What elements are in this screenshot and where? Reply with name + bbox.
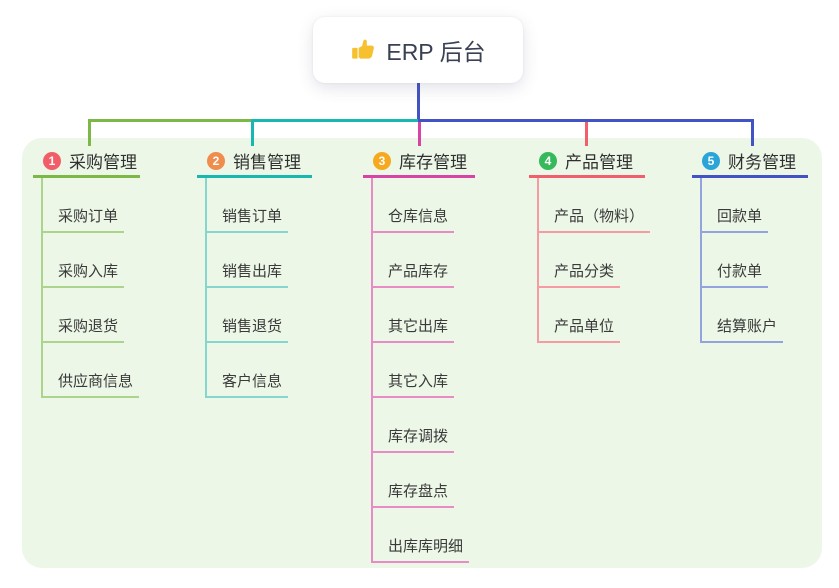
child-node-label: 销售出库	[222, 263, 283, 280]
child-node[interactable]: 其它入库	[373, 343, 455, 398]
branch-title-label: 采购管理	[69, 153, 137, 172]
branch-title-node[interactable]: 5 财务管理	[692, 146, 808, 178]
branch-3: 3 库存管理仓库信息产品库存其它出库其它入库库存调拨库存盘点出库库明细	[363, 146, 475, 563]
branch-children-group: 采购订单采购入库采购退货供应商信息	[41, 178, 140, 398]
child-node[interactable]: 仓库信息	[373, 178, 455, 233]
child-node-label: 其它入库	[388, 373, 449, 390]
child-node[interactable]: 回款单	[702, 178, 769, 233]
branch-children-group: 产品（物料） 产品分类产品单位	[537, 178, 651, 343]
child-node[interactable]: 销售出库	[207, 233, 289, 288]
child-node-label: 结算账户	[717, 318, 778, 335]
child-node[interactable]: 销售退货	[207, 288, 289, 343]
child-node[interactable]: 库存调拨	[373, 398, 455, 453]
child-node[interactable]: 销售订单	[207, 178, 289, 233]
child-node[interactable]: 出库库明细	[373, 508, 470, 563]
child-node-label: 仓库信息	[388, 208, 449, 225]
child-node[interactable]: 采购订单	[43, 178, 125, 233]
branch-title-node[interactable]: 1 采购管理	[33, 146, 140, 178]
child-node[interactable]: 客户信息	[207, 343, 289, 398]
child-node-label: 出库库明细	[388, 538, 464, 555]
branch-4-connector-drop	[585, 119, 588, 146]
child-node[interactable]: 供应商信息	[43, 343, 140, 398]
branch-2-connector-drop	[251, 119, 254, 146]
thumbs-up-icon	[350, 37, 376, 63]
child-node[interactable]: 采购退货	[43, 288, 125, 343]
branch-children-group: 销售订单销售出库销售退货客户信息	[205, 178, 289, 398]
child-node[interactable]: 库存盘点	[373, 453, 455, 508]
root-node-label: ERP 后台	[386, 39, 486, 65]
child-node[interactable]: 产品单位	[539, 288, 621, 343]
branch-1: 1 采购管理采购订单采购入库采购退货供应商信息	[33, 146, 140, 398]
child-node-label: 库存盘点	[388, 483, 449, 500]
child-node-label: 其它出库	[388, 318, 449, 335]
child-node[interactable]: 结算账户	[702, 288, 784, 343]
connector-bus-right-segment	[418, 119, 754, 122]
branch-children-group: 仓库信息产品库存其它出库其它入库库存调拨库存盘点出库库明细	[371, 178, 470, 563]
child-node-label: 采购入库	[58, 263, 119, 280]
child-node-label: 采购订单	[58, 208, 119, 225]
child-node-label: 库存调拨	[388, 428, 449, 445]
child-node-label: 采购退货	[58, 318, 119, 335]
branch-children-group: 回款单付款单结算账户	[700, 178, 784, 343]
child-node[interactable]: 产品分类	[539, 233, 621, 288]
child-node-label: 回款单	[717, 208, 763, 225]
child-node-label: 产品（物料）	[554, 208, 645, 225]
branch-title-label: 销售管理	[233, 153, 301, 172]
child-node-label: 销售订单	[222, 208, 283, 225]
child-node-label: 客户信息	[222, 373, 283, 390]
branch-1-connector-drop	[88, 119, 91, 146]
branch-2: 2 销售管理销售订单销售出库销售退货客户信息	[197, 146, 312, 398]
branch-title-node[interactable]: 3 库存管理	[363, 146, 475, 178]
branches-background-panel	[22, 138, 822, 568]
child-node-label: 付款单	[717, 263, 763, 280]
branch-number-badge: 1	[43, 151, 61, 170]
child-node-label: 产品库存	[388, 263, 449, 280]
branch-3-connector-drop	[418, 119, 421, 146]
branch-title-label: 财务管理	[728, 153, 796, 172]
branch-number-badge: 2	[207, 151, 225, 170]
child-node[interactable]: 其它出库	[373, 288, 455, 343]
branch-number-badge: 5	[702, 151, 720, 170]
child-node[interactable]: 付款单	[702, 233, 769, 288]
child-node[interactable]: 产品库存	[373, 233, 455, 288]
connector-bus-middle-segment	[251, 119, 418, 122]
branch-title-node[interactable]: 4 产品管理	[529, 146, 645, 178]
branch-4: 4 产品管理产品（物料） 产品分类产品单位	[529, 146, 651, 343]
branch-title-label: 库存管理	[399, 153, 467, 172]
branch-number-badge: 3	[373, 151, 391, 170]
branch-5-connector-drop	[751, 119, 754, 146]
connector-bus-left-segment	[88, 119, 251, 122]
root-node-erp-backend[interactable]: ERP 后台	[313, 17, 523, 83]
child-node-label: 供应商信息	[58, 373, 134, 390]
child-node-label: 销售退货	[222, 318, 283, 335]
branch-title-label: 产品管理	[565, 153, 633, 172]
root-connector-line	[417, 83, 420, 122]
child-node[interactable]: 采购入库	[43, 233, 125, 288]
branch-title-node[interactable]: 2 销售管理	[197, 146, 312, 178]
branch-5: 5 财务管理回款单付款单结算账户	[692, 146, 808, 343]
child-node[interactable]: 产品（物料）	[539, 178, 651, 233]
child-node-label: 产品单位	[554, 318, 615, 335]
branch-number-badge: 4	[539, 151, 557, 170]
child-node-label: 产品分类	[554, 263, 615, 280]
